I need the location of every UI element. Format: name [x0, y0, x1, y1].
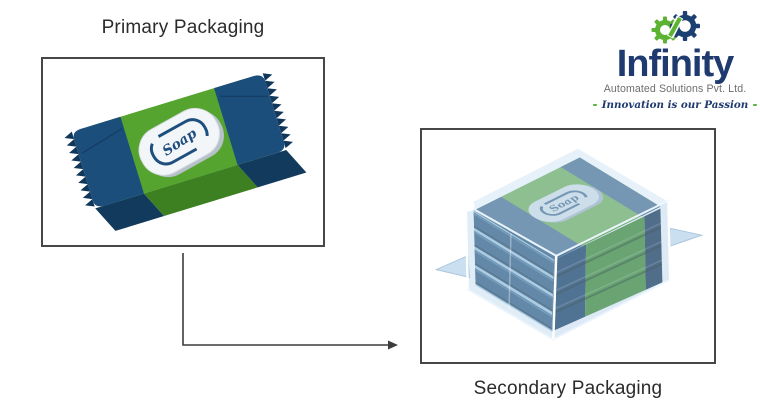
left-crimp-serration — [64, 131, 95, 207]
primary-package-image: Soap — [64, 73, 307, 231]
tagline-dash-right — [753, 103, 757, 107]
wrap-top-navy-right — [214, 75, 285, 165]
soap-logo-body — [138, 107, 221, 176]
primary-packaging-title: Primary Packaging — [101, 17, 265, 38]
shrink-film-overlay — [434, 146, 704, 342]
film-corner-highlight — [462, 199, 475, 212]
brand-tagline-row: Innovation is our Passion — [593, 99, 757, 111]
film-fin-left — [434, 255, 471, 279]
infinity-gears-icon — [651, 11, 700, 44]
soap-logo-ring — [149, 118, 209, 166]
right-crimp-serration — [262, 73, 293, 149]
secondary-packaging-title: Secondary Packaging — [473, 378, 663, 399]
stack-right-face — [551, 208, 663, 332]
wrap-side-navy-right — [237, 150, 307, 188]
wrap-side-green — [143, 164, 258, 217]
stack-left-face-film — [473, 210, 555, 332]
primary-to-secondary-arrow — [182, 253, 398, 350]
wrap-fold-crease-right — [220, 95, 268, 98]
secondary-package-image: Soap — [434, 146, 704, 342]
brand-logo-block: Infinity Automated Solutions Pvt. Ltd. I… — [593, 10, 757, 111]
film-fin-right — [669, 227, 704, 247]
stack-left-pack-ends — [473, 212, 555, 331]
primary-packaging-frame: Soap — [41, 57, 325, 247]
wrap-side-navy-left — [95, 193, 165, 231]
brand-subtitle: Automated Solutions Pvt. Ltd. — [603, 83, 747, 95]
wrap-top-navy-left — [73, 116, 144, 207]
arrow-head — [388, 340, 398, 350]
tagline-dash-left — [593, 103, 597, 107]
brand-name: Infinity — [616, 43, 735, 85]
soap-logo: Soap — [138, 107, 224, 178]
arrow-line — [182, 253, 388, 346]
secondary-packaging-frame: Soap — [420, 128, 716, 364]
wrap-fold-crease-left — [81, 127, 123, 154]
brand-tagline: Innovation is our Passion — [601, 99, 749, 111]
